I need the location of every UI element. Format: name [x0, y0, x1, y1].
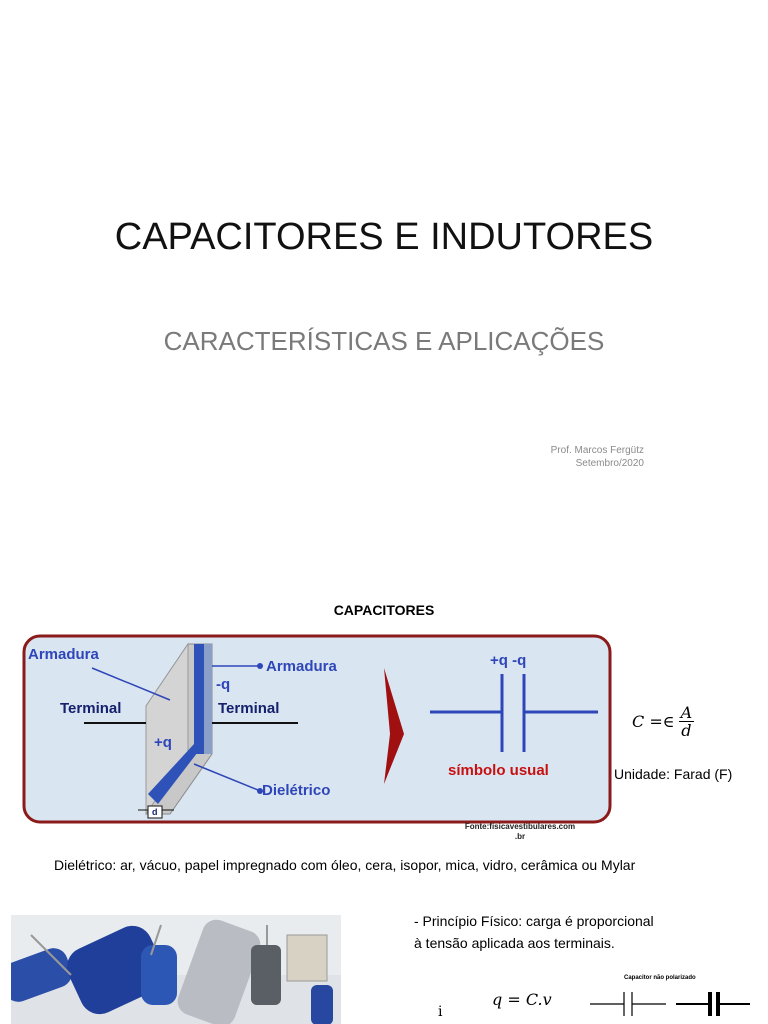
capacitor-diagram: Armadura Armadura Terminal Terminal -q +…: [22, 634, 612, 824]
label-armadura-left: Armadura: [28, 646, 99, 663]
label-dieletrico: Dielétrico: [262, 782, 331, 799]
unit-text: Unidade: Farad (F): [614, 766, 733, 782]
formula-lhs: C =∈: [632, 712, 675, 731]
nonpolar-capacitor-symbols: [590, 992, 750, 1016]
label-minus-q: -q: [216, 676, 231, 693]
label-plus-q: +q: [154, 734, 172, 751]
principle-line-2: à tensão aplicada aos terminais.: [414, 935, 615, 951]
source-line-1: Fonte:fisicavestibulares.com: [464, 822, 576, 831]
dielectric-text: Dielétrico: ar, vácuo, papel impregnado …: [54, 857, 636, 873]
physical-principle: - Princípio Físico: carga é proporcional…: [414, 910, 734, 954]
formula-fraction: A d: [678, 703, 695, 740]
nonpolar-label: Capacitor não polarizado: [624, 975, 696, 981]
source-credit: Fonte:fisicavestibulares.com .br: [460, 822, 580, 842]
charge-equation: q = C.v: [492, 990, 552, 1009]
plate-blue: [194, 644, 204, 754]
capacitors-photo-graphic: [11, 915, 341, 1024]
arrow-shape: [384, 668, 404, 784]
label-terminal-right: Terminal: [218, 700, 280, 717]
author-date: Setembro/2020: [575, 458, 644, 469]
current-label: i: [438, 1004, 443, 1020]
capacitor-diagram-graphic: [22, 634, 612, 824]
label-terminal-left: Terminal: [60, 700, 122, 717]
section-heading: CAPACITORES: [333, 602, 435, 618]
symbol-charges: +q -q: [490, 652, 527, 669]
author-block: Prof. Marcos Fergütz Setembro/2020: [551, 444, 644, 470]
formula-numerator: A: [678, 703, 695, 722]
plate-edge: [204, 644, 212, 754]
capacitors-photo: [11, 915, 341, 1024]
label-armadura-right: Armadura: [266, 658, 337, 675]
label-d: d: [152, 807, 158, 817]
author-name: Prof. Marcos Fergütz: [550, 445, 644, 456]
principle-line-1: - Princípio Físico: carga é proporcional: [414, 913, 654, 929]
symbol-caption: símbolo usual: [448, 762, 549, 779]
d-box: [147, 805, 163, 819]
source-line-2: .br: [514, 832, 526, 841]
capacitance-formula: C =∈ A d: [632, 703, 695, 740]
formula-denominator: d: [681, 721, 692, 740]
dieletrico-pointer: [193, 763, 259, 791]
slide-subtitle: CARACTERÍSTICAS E APLICAÇÕES: [163, 326, 605, 356]
armadura-left-pointer: [91, 667, 171, 701]
slide-title: CAPACITORES E INDUTORES: [114, 216, 654, 258]
dielectric-layer: [148, 744, 204, 804]
